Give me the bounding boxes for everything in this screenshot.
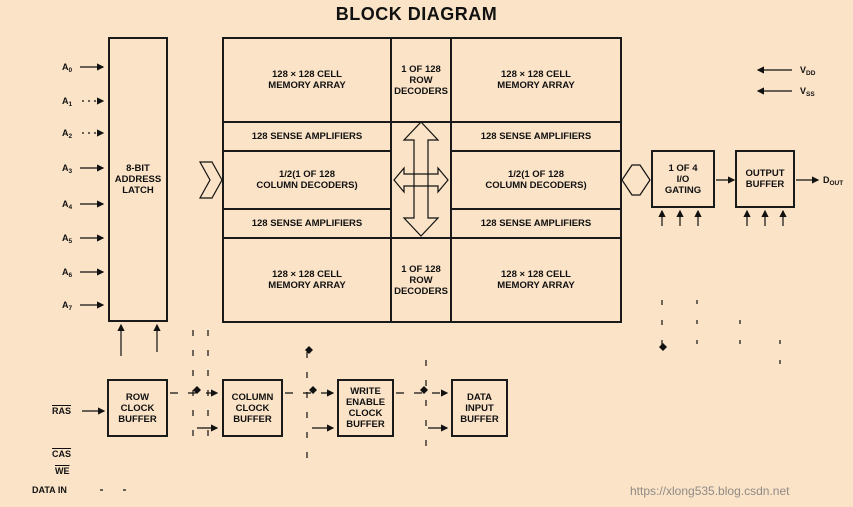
junction-dot <box>659 343 667 351</box>
center-vertical-arrow <box>402 121 440 237</box>
data-input-buffer: DATA INPUT BUFFER <box>451 379 508 437</box>
io-bus-arrow <box>621 164 651 196</box>
junction-dot <box>305 346 313 354</box>
address-input-a1: A1 <box>62 96 73 108</box>
write-enable-clock-buffer: WRITE ENABLE CLOCK BUFFER <box>337 379 394 437</box>
sense-amplifiers-upper-right: 128 SENSE AMPLIFIERS <box>450 121 622 152</box>
output-buffer: OUTPUT BUFFER <box>735 150 795 208</box>
memory-array-bottom-left: 128 × 128 CELL MEMORY ARRAY <box>222 237 392 323</box>
sense-amplifiers-lower-right: 128 SENSE AMPLIFIERS <box>450 208 622 239</box>
watermark: https://xlong535.blog.csdn.net <box>630 484 790 498</box>
sense-amplifiers-upper-left: 128 SENSE AMPLIFIERS <box>222 121 392 152</box>
address-input-a6: A6 <box>62 267 73 279</box>
junction-dot <box>309 386 317 394</box>
address-input-a0: A0 <box>62 62 73 74</box>
sense-amplifiers-lower-left: 128 SENSE AMPLIFIERS <box>222 208 392 239</box>
junction-dot <box>193 386 201 394</box>
io-gating: 1 OF 4 I/O GATING <box>651 150 715 208</box>
column-decoders-right: 1/2(1 OF 128 COLUMN DECODERS) <box>450 150 622 210</box>
diagram-title: BLOCK DIAGRAM <box>335 4 498 24</box>
vdd-label: VDD <box>800 65 816 77</box>
data-in-label: DATA IN <box>32 485 67 495</box>
row-decoders-bottom: 1 OF 128 ROW DECODERS <box>390 237 452 323</box>
address-input-a7: A7 <box>62 300 73 312</box>
address-input-a4: A4 <box>62 199 73 211</box>
row-clock-buffer: ROW CLOCK BUFFER <box>107 379 168 437</box>
address-latch: 8-BIT ADDRESS LATCH <box>108 37 168 322</box>
memory-array-top-right: 128 × 128 CELL MEMORY ARRAY <box>450 37 622 123</box>
column-clock-buffer: COLUMN CLOCK BUFFER <box>222 379 283 437</box>
address-input-a5: A5 <box>62 233 73 245</box>
ras-label: RAS <box>52 406 72 416</box>
center-horizontal-arrow <box>393 166 449 194</box>
address-input-a2: A2 <box>62 128 73 140</box>
junction-dot <box>420 386 428 394</box>
column-decoders-left: 1/2(1 OF 128 COLUMN DECODERS) <box>222 150 392 210</box>
latch-bus-arrow <box>198 161 223 199</box>
memory-array-bottom-right: 128 × 128 CELL MEMORY ARRAY <box>450 237 622 323</box>
row-decoders-top: 1 OF 128 ROW DECODERS <box>390 37 452 123</box>
we-label: WE <box>55 466 70 476</box>
data-out-label: DOUT <box>823 175 844 187</box>
cas-label: CAS <box>52 449 72 459</box>
vss-label: VSS <box>800 86 815 98</box>
memory-array-top-left: 128 × 128 CELL MEMORY ARRAY <box>222 37 392 123</box>
address-input-a3: A3 <box>62 163 73 175</box>
